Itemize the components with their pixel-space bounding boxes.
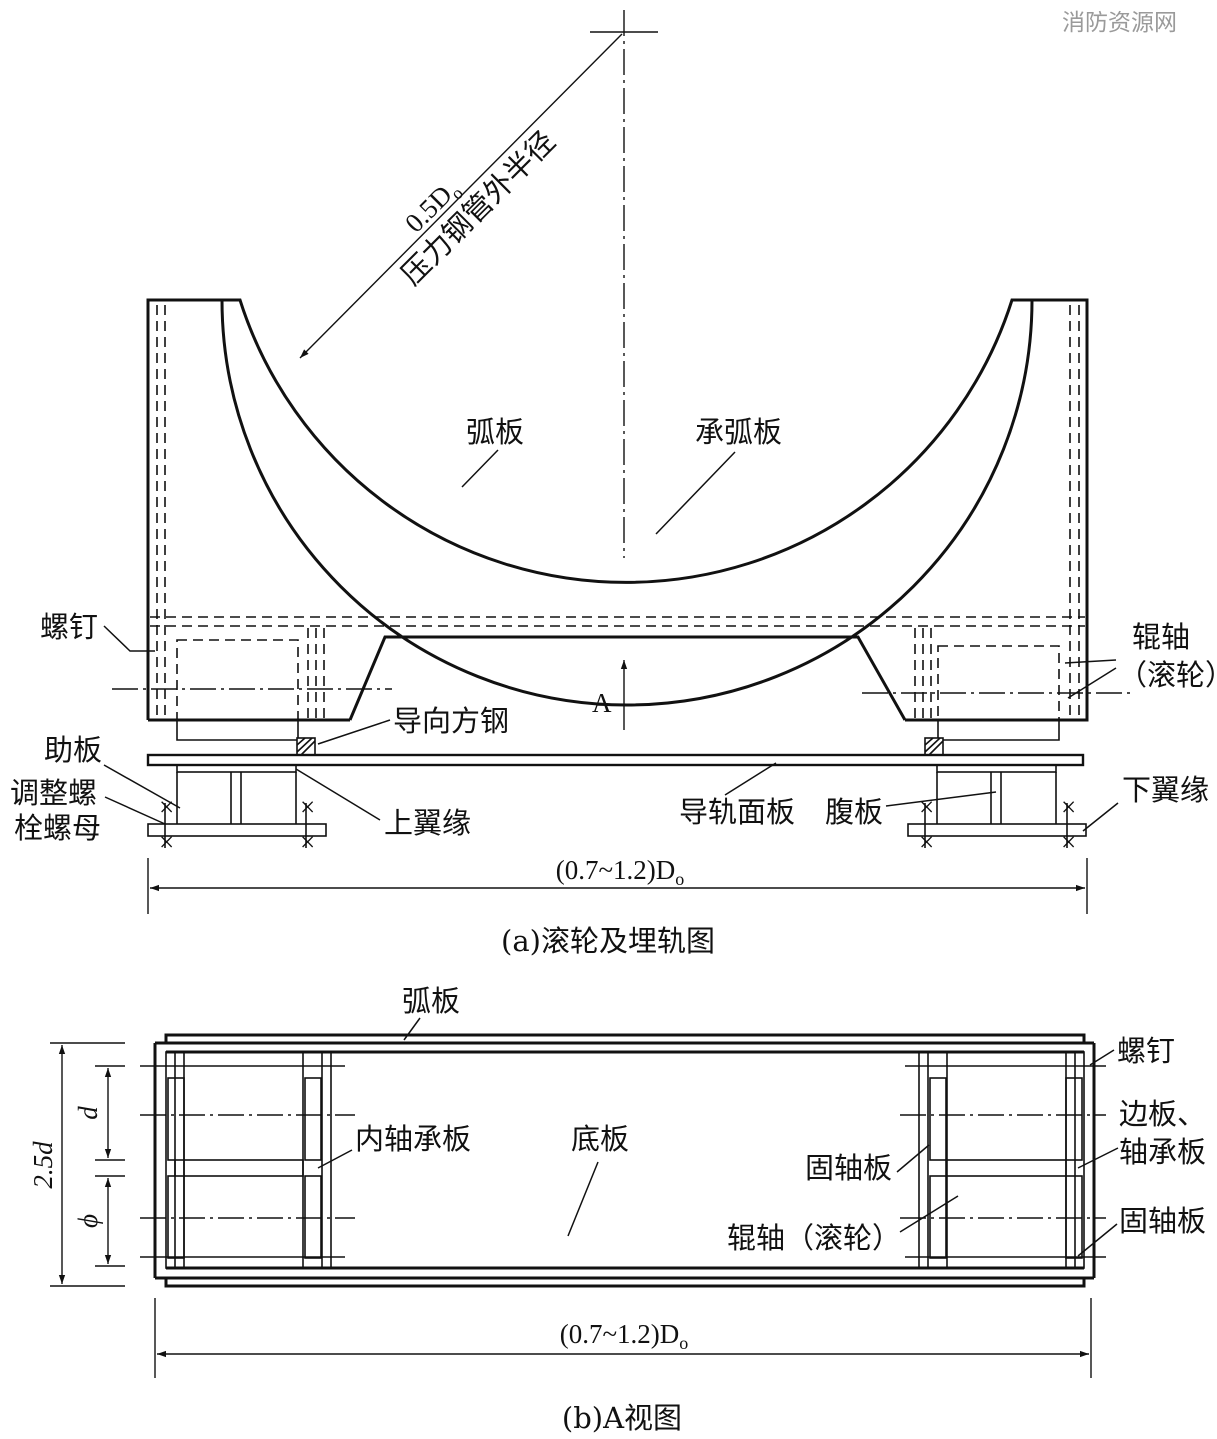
dim-d-text: d <box>73 1106 103 1120</box>
leader-fixed-shaft-plate-left <box>896 1144 930 1173</box>
label-view-a: A <box>592 688 612 718</box>
width-dimension-b-text: (0.7~1.2)Do <box>560 1319 689 1353</box>
view-b: 2.5d d ϕ 弧板 螺钉 边板、 轴承板 内轴承板 底板 固轴板 辊轴（滚轮… <box>28 984 1206 1435</box>
roller-assembly-left <box>165 1051 332 1269</box>
leader-rib-plate <box>103 764 181 809</box>
leader-guide-bar <box>317 719 391 745</box>
label-inner-bearing-plate: 内轴承板 <box>355 1122 471 1156</box>
leader-screw-a <box>103 625 155 652</box>
leader-arc-plate-b <box>403 1017 421 1041</box>
support-body-outline <box>146 298 1089 722</box>
leader-arc-support-plate <box>655 451 736 535</box>
leader-roller-shaft-b <box>899 1195 959 1233</box>
watermark: 消防资源网 <box>1062 10 1177 36</box>
leader-screw-b <box>1089 1049 1115 1066</box>
caption-view-a: (a)滚轮及埋轨图 <box>501 924 715 958</box>
leader-roller-2 <box>1067 667 1117 699</box>
dim-phi-text: ϕ <box>73 1214 103 1228</box>
svg-text:ϕ: ϕ <box>73 1214 103 1228</box>
dim-25d-text: 2.5d <box>28 1141 58 1189</box>
guide-bar-left <box>296 737 316 756</box>
rail-left: × × × × <box>147 764 327 857</box>
leader-arc-plate <box>461 449 499 488</box>
svg-text:d: d <box>73 1106 103 1120</box>
label-upper-flange: 上翼缘 <box>384 806 471 840</box>
label-arc-plate: 弧板 <box>466 415 524 449</box>
svg-text:2.5d: 2.5d <box>28 1141 58 1189</box>
leader-lower-flange <box>1082 802 1119 832</box>
roller-housing-right <box>937 720 1060 741</box>
label-screw-b: 螺钉 <box>1117 1034 1175 1068</box>
label-arc-support-plate: 承弧板 <box>695 415 782 449</box>
svg-text:×: × <box>300 827 315 857</box>
label-arc-plate-b: 弧板 <box>402 984 460 1018</box>
leader-inner-bearing-plate <box>317 1149 353 1169</box>
caption-view-b: (b)A视图 <box>562 1401 682 1435</box>
arc-plate-inner <box>220 299 1034 707</box>
guide-bar-right <box>924 737 944 756</box>
width-dimension-a-text: (0.7~1.2)Do <box>556 855 685 889</box>
label-fixed-shaft-plate-right: 固轴板 <box>1119 1204 1206 1238</box>
rail-face-plate <box>146 753 1085 767</box>
view-a: 0.5Do 压力钢管外半径 弧板 承弧板 螺钉 辊轴 （滚轮） A 导向方钢 <box>10 10 1217 958</box>
roller-housing-left <box>176 720 299 741</box>
label-bottom-plate: 底板 <box>571 1122 629 1156</box>
label-roller-shaft: 辊轴 <box>1132 620 1190 654</box>
trapezoid-notch <box>348 635 907 721</box>
leader-roller-1 <box>1064 659 1117 664</box>
label-side-plate: 边板、 <box>1119 1097 1206 1131</box>
leader-rail-face-plate <box>724 762 777 796</box>
label-rail-face-plate: 导轨面板 <box>679 795 795 829</box>
label-adjust-nut-2: 栓螺母 <box>14 811 101 845</box>
guide-bar-hatch <box>296 737 316 756</box>
label-fixed-shaft-plate-left: 固轴板 <box>805 1151 892 1185</box>
leader-adjust-nut <box>104 796 166 825</box>
guide-bar-hatch <box>924 737 944 756</box>
leader-side-plate <box>1077 1147 1119 1169</box>
label-web-plate: 腹板 <box>825 795 883 829</box>
label-roller-wheel: （滚轮） <box>1118 658 1217 692</box>
roller-assembly-right <box>918 1051 1085 1269</box>
roller-box-left <box>176 639 299 721</box>
label-adjust-nut-1: 调整螺 <box>10 776 97 810</box>
leader-fixed-shaft-plate-right <box>1077 1223 1118 1257</box>
svg-text:×: × <box>159 792 174 822</box>
svg-text:×: × <box>919 792 934 822</box>
leader-web-plate <box>885 791 997 807</box>
radius-dimension-line <box>299 33 623 359</box>
label-screw-a: 螺钉 <box>40 610 98 644</box>
roller-box-right <box>937 645 1060 721</box>
rail-right: × × × × <box>907 764 1087 857</box>
svg-text:×: × <box>919 827 934 857</box>
svg-text:×: × <box>159 827 174 857</box>
svg-text:×: × <box>1061 827 1076 857</box>
leader-bottom-plate <box>567 1161 599 1237</box>
leader-upper-flange <box>295 768 381 821</box>
svg-text:×: × <box>300 792 315 822</box>
label-bearing-plate: 轴承板 <box>1119 1135 1206 1169</box>
svg-text:×: × <box>1061 792 1076 822</box>
label-guide-bar: 导向方钢 <box>393 704 509 738</box>
label-rib-plate: 助板 <box>44 733 102 767</box>
label-roller-shaft-b: 辊轴（滚轮） <box>727 1221 901 1255</box>
label-lower-flange: 下翼缘 <box>1122 773 1209 807</box>
